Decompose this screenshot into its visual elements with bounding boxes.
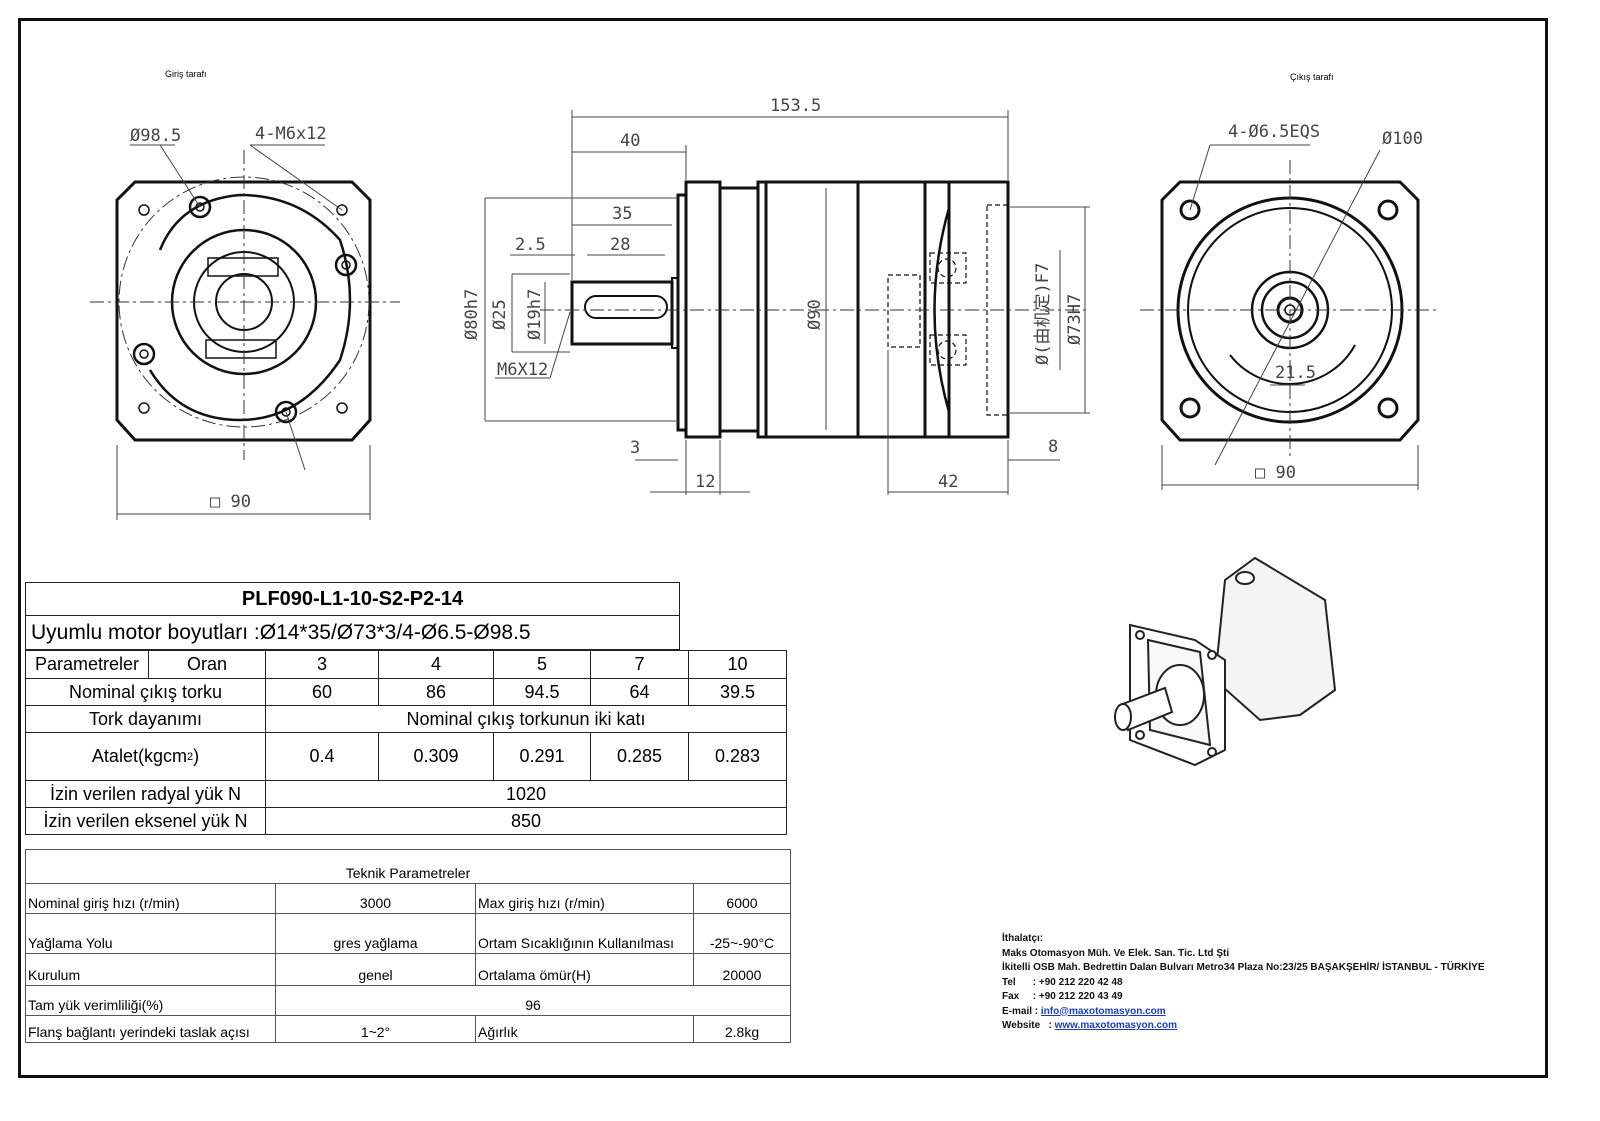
ratio-cell: 5 bbox=[493, 650, 591, 679]
tech-value: gres yağlama bbox=[275, 913, 476, 954]
email-label: E-mail bbox=[1002, 1005, 1033, 1017]
ratio-cell: 10 bbox=[688, 650, 787, 679]
ratio-cell: 7 bbox=[590, 650, 689, 679]
tech-label: Flanş bağlantı yerindeki taslak açısı bbox=[25, 1015, 276, 1043]
fax-label: Fax bbox=[1002, 991, 1020, 1002]
dim-m6x12: 4-M6x12 bbox=[255, 124, 327, 144]
tech-value: 3000 bbox=[275, 883, 476, 914]
dim-153-5: 153.5 bbox=[770, 96, 821, 116]
dim-3: 3 bbox=[630, 438, 640, 458]
dim-d90: Ø90 bbox=[805, 299, 825, 330]
radial-load-value: 1020 bbox=[265, 780, 787, 808]
axial-load-value: 850 bbox=[265, 807, 787, 835]
dim-28: 28 bbox=[610, 235, 630, 255]
inertia-close: ) bbox=[193, 746, 200, 766]
gearbox-3d-illustration bbox=[1114, 556, 1337, 767]
header-ratio: Oran bbox=[148, 650, 266, 679]
website-label: Website bbox=[1002, 1020, 1041, 1031]
tech-value: genel bbox=[275, 953, 476, 986]
torque-label: Nominal çıkış torku bbox=[25, 678, 266, 706]
contact-address: İkitelli OSB Mah. Bedrettin Dalan Bulvar… bbox=[1002, 962, 1485, 973]
tech-title: Teknik Parametreler bbox=[25, 849, 791, 884]
dim-d19h7: Ø19h7 bbox=[525, 289, 545, 340]
tork-value: Nominal çıkış torkunun iki katı bbox=[265, 705, 787, 733]
dim-8: 8 bbox=[1048, 437, 1058, 457]
dim-d98: Ø98.5 bbox=[130, 126, 181, 146]
torque-cell: 39.5 bbox=[688, 678, 787, 706]
tech-label: Ağırlık bbox=[475, 1015, 694, 1043]
inertia-cell: 0.4 bbox=[265, 732, 379, 781]
inertia-cell: 0.291 bbox=[493, 732, 591, 781]
tech-label: Ortam Sıcaklığının Kullanılması bbox=[475, 913, 694, 954]
contact-website: Website : www.maxotomasyon.com bbox=[1002, 1020, 1178, 1031]
dim-m6x12-shaft: M6X12 bbox=[497, 360, 548, 380]
contact-company: Maks Otomasyon Müh. Ve Elek. San. Tic. L… bbox=[1002, 947, 1230, 959]
tech-label: Nominal giriş hızı (r/min) bbox=[25, 883, 276, 914]
tech-label: Yağlama Yolu bbox=[25, 913, 276, 954]
tech-label: Kurulum bbox=[25, 953, 276, 986]
tech-label: Ortalama ömür(H) bbox=[475, 953, 694, 986]
inertia-sup: 2 bbox=[186, 750, 194, 763]
output-side-label: Çıkış tarafı bbox=[1290, 72, 1334, 82]
ratio-cell: 3 bbox=[265, 650, 379, 679]
contact-heading: İthalatçı: bbox=[1002, 933, 1044, 944]
website-link[interactable]: www.maxotomasyon.com bbox=[1054, 1020, 1178, 1031]
dim-f7: Ø(由机定)F7 bbox=[1033, 263, 1053, 365]
contact-fax: Fax : +90 212 220 43 49 bbox=[1002, 990, 1485, 1005]
importer-contact: İthalatçı: Maks Otomasyon Müh. Ve Elek. … bbox=[1002, 932, 1485, 1034]
fax-value: : +90 212 220 43 49 bbox=[1032, 991, 1123, 1002]
inertia-cell: 0.283 bbox=[688, 732, 787, 781]
input-flange-view bbox=[90, 144, 400, 520]
dim-d100: Ø100 bbox=[1382, 129, 1423, 149]
inertia-cell: 0.285 bbox=[590, 732, 689, 781]
contact-tel: Tel : +90 212 220 42 48 bbox=[1002, 976, 1485, 991]
dim-d73h7: Ø73H7 bbox=[1065, 294, 1085, 345]
dim-21-5: 21.5 bbox=[1275, 363, 1316, 383]
dim-d80h7: Ø80h7 bbox=[462, 289, 482, 340]
dim-2-5: 2.5 bbox=[515, 235, 546, 255]
tech-label: Tam yük verimliliği(%) bbox=[25, 985, 276, 1016]
inertia-label-text: Atalet(kgcm bbox=[91, 746, 187, 766]
header-parameters: Parametreler bbox=[25, 650, 149, 679]
output-flange-view bbox=[1140, 144, 1440, 490]
tork-label: Tork dayanımı bbox=[25, 705, 266, 733]
radial-load-label: İzin verilen radyal yük N bbox=[25, 780, 266, 808]
torque-cell: 64 bbox=[590, 678, 689, 706]
tech-value: 6000 bbox=[693, 883, 791, 914]
ratio-cell: 4 bbox=[378, 650, 494, 679]
input-side-label: Giriş tarafı bbox=[165, 69, 207, 79]
dim-35: 35 bbox=[612, 204, 632, 224]
dim-square90: □ 90 bbox=[210, 492, 251, 512]
tel-value: : +90 212 220 42 48 bbox=[1032, 976, 1123, 988]
tech-value: -25~-90°C bbox=[693, 913, 791, 954]
torque-cell: 60 bbox=[265, 678, 379, 706]
inertia-cell: 0.309 bbox=[378, 732, 494, 781]
email-link[interactable]: info@maxotomasyon.com bbox=[1040, 1005, 1166, 1017]
contact-email: E-mail : info@maxotomasyon.com bbox=[1002, 1005, 1166, 1017]
tel-label: Tel bbox=[1002, 976, 1016, 988]
dim-12: 12 bbox=[695, 472, 715, 492]
motor-dimensions: Uyumlu motor boyutları :Ø14*35/Ø73*3/4-Ø… bbox=[25, 615, 680, 650]
model-title: PLF090-L1-10-S2-P2-14 bbox=[25, 582, 680, 616]
dim-40: 40 bbox=[620, 131, 640, 151]
dim-42: 42 bbox=[938, 472, 958, 492]
tech-value: 2.8kg bbox=[693, 1015, 791, 1043]
drawing-frame bbox=[18, 18, 1548, 1078]
side-view bbox=[484, 110, 1090, 495]
torque-cell: 94.5 bbox=[493, 678, 591, 706]
tech-value: 20000 bbox=[693, 953, 791, 986]
axial-load-label: İzin verilen eksenel yük N bbox=[25, 807, 266, 835]
tech-label: Max giriş hızı (r/min) bbox=[475, 883, 694, 914]
tech-value: 96 bbox=[275, 985, 791, 1016]
dim-d25: Ø25 bbox=[490, 299, 510, 330]
dim-square90-out: □ 90 bbox=[1255, 463, 1296, 483]
torque-cell: 86 bbox=[378, 678, 494, 706]
dim-4-d6-5-eqs: 4-Ø6.5EQS bbox=[1228, 122, 1320, 142]
tech-value: 1~2° bbox=[275, 1015, 476, 1043]
